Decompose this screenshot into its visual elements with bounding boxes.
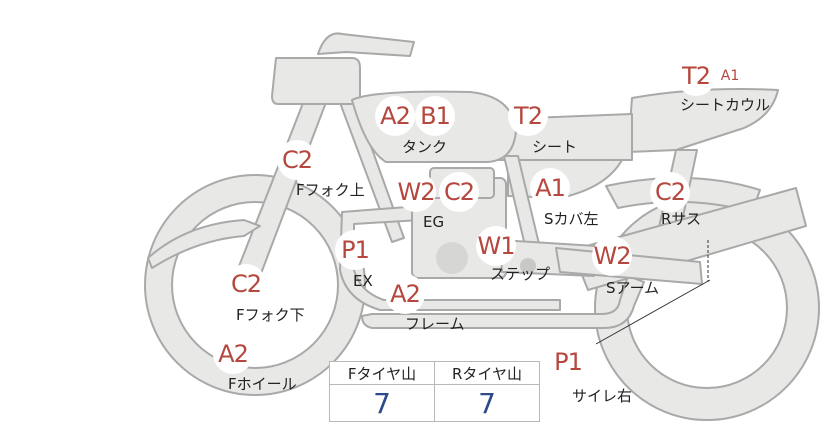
silencer-right-grade: P1	[548, 342, 588, 382]
frame-label: フレーム	[405, 315, 465, 333]
silencer-right-label: サイレ右	[572, 387, 633, 405]
f-fork-upper-label: Fフォク上	[296, 181, 365, 199]
front-tyre-value: 7	[329, 384, 435, 422]
s-arm-label: Sアーム	[606, 279, 660, 297]
r-suspension-grade: C2	[650, 172, 690, 212]
s-arm-grade: W2	[592, 236, 632, 276]
f-fork-lower-label: Fフォク下	[236, 306, 305, 324]
seat-grade: T2	[508, 96, 548, 136]
f-wheel-grade: A2	[213, 334, 253, 374]
tank-grade-b: B1	[415, 96, 455, 136]
ex-grade: P1	[335, 230, 375, 270]
s-cover-left-grade: A1	[530, 168, 570, 208]
seat-cowl-grade-t: T2	[676, 56, 716, 96]
seat-cowl-shape	[627, 88, 779, 153]
tyre-tread-table: Fタイヤ山 Rタイヤ山 7 7	[329, 361, 540, 422]
tank-label: タンク	[402, 138, 448, 156]
front-wheel	[144, 174, 366, 396]
f-fork-upper-grade: C2	[277, 140, 317, 180]
silencer-pointer-line	[595, 279, 711, 345]
step-grade: W1	[476, 226, 516, 266]
front-tyre-header: Fタイヤ山	[329, 361, 435, 385]
seat-cowl-label: シートカウル	[680, 96, 771, 114]
step-label: ステップ	[490, 265, 551, 283]
f-wheel-label: Fホイール	[228, 375, 297, 393]
rear-tyre-value: 7	[434, 384, 540, 422]
eg-grade-c: C2	[439, 172, 479, 212]
exhaust-pipe	[339, 205, 561, 311]
frame-rail	[361, 275, 645, 329]
rear-tyre-header: Rタイヤ山	[434, 361, 540, 385]
handlebar-shape	[317, 32, 415, 57]
eg-label: EG	[423, 213, 445, 231]
r-suspension-label: Rサス	[661, 210, 702, 228]
ex-label: EX	[353, 272, 373, 290]
engine-cover	[436, 242, 468, 274]
frame-grade: A2	[385, 274, 425, 314]
s-cover-left-label: Sカバ左	[544, 210, 599, 228]
tank-grade-a: A2	[375, 96, 415, 136]
seat-cowl-grade-a: A1	[718, 64, 742, 88]
step-peg	[520, 258, 536, 274]
headlight-shape	[271, 57, 361, 105]
seat-label: シート	[532, 138, 578, 156]
eg-grade-w: W2	[396, 172, 436, 212]
front-fender	[147, 219, 261, 269]
f-fork-lower-grade: C2	[226, 264, 266, 304]
